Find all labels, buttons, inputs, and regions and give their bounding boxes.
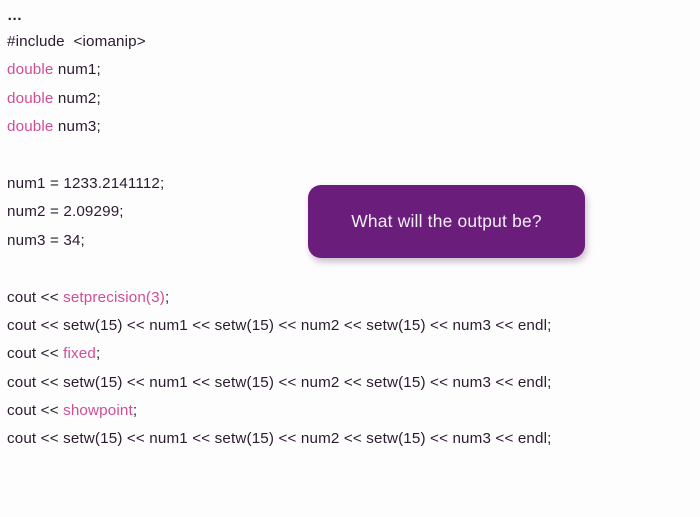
code-text: num3 = 34; <box>7 231 85 249</box>
code-line: #include <iomanip> <box>7 28 700 56</box>
code-text: … <box>7 7 24 24</box>
code-keyword: setprecision(3) <box>63 288 165 306</box>
code-line: cout << setw(15) << num1 << setw(15) << … <box>7 312 700 340</box>
code-listing: …#include <iomanip>double num1;double nu… <box>7 8 700 454</box>
code-line: … <box>7 8 700 28</box>
code-text: cout << <box>7 402 64 420</box>
code-text: cout << <box>7 288 64 306</box>
code-text: num2 = 2.09299; <box>7 203 124 221</box>
code-line: cout << fixed; <box>7 340 700 368</box>
code-line: double num1; <box>7 56 700 84</box>
callout-text: What will the output be? <box>351 211 542 231</box>
code-line: num2 = 2.09299; <box>7 198 700 226</box>
code-text: cout << setw(15) << num1 << setw(15) << … <box>7 316 552 334</box>
code-line: double num2; <box>7 85 700 113</box>
code-keyword: double <box>7 61 54 79</box>
code-text: cout << setw(15) << num1 << setw(15) << … <box>7 373 552 391</box>
code-text: ; <box>95 345 101 363</box>
code-text: num1 = 1233.2141112; <box>7 174 165 192</box>
code-text: cout << <box>7 345 64 363</box>
code-keyword: double <box>7 89 54 107</box>
code-text: ; <box>164 288 170 306</box>
code-text: #include <iomanip> <box>7 33 146 50</box>
code-text: cout << setw(15) << num1 << setw(15) << … <box>7 430 552 448</box>
code-blank-line <box>7 255 700 283</box>
code-line: cout << showpoint; <box>7 397 700 425</box>
code-line: cout << setw(15) << num1 << setw(15) << … <box>7 425 700 453</box>
code-text: num2; <box>53 89 101 107</box>
code-line: cout << setw(15) << num1 << setw(15) << … <box>7 369 700 397</box>
code-text: num3; <box>53 118 101 136</box>
code-line: double num3; <box>7 113 700 141</box>
code-blank-line <box>7 142 700 170</box>
callout-box: What will the output be? <box>308 185 585 258</box>
code-line: num3 = 34; <box>7 227 700 255</box>
code-text: num1; <box>53 61 101 79</box>
code-keyword: double <box>7 118 54 136</box>
code-text: ; <box>132 402 138 420</box>
code-keyword: showpoint <box>63 402 133 420</box>
code-keyword: fixed <box>63 345 96 363</box>
code-line: num1 = 1233.2141112; <box>7 170 700 198</box>
code-line: cout << setprecision(3); <box>7 284 700 312</box>
